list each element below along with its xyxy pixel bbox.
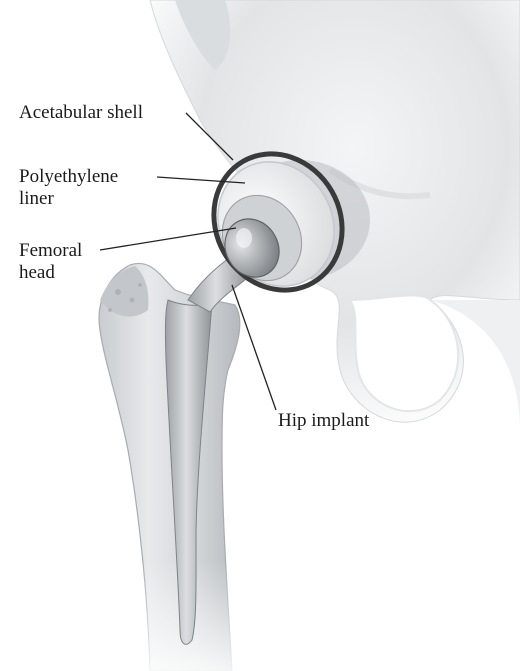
label-hip-implant: Hip implant [278, 410, 369, 432]
label-acetabular-shell-text: Acetabular shell [19, 102, 143, 124]
label-polyethylene-liner-line1: Polyethylene [19, 166, 118, 188]
label-polyethylene-liner: Polyethylene liner [19, 166, 118, 210]
label-polyethylene-liner-line2: liner [19, 188, 118, 210]
label-acetabular-shell: Acetabular shell [19, 102, 143, 124]
label-femoral-head-line1: Femoral [19, 240, 82, 262]
label-hip-implant-text: Hip implant [278, 410, 369, 432]
label-femoral-head-line2: head [19, 262, 82, 284]
leader-hip-implant [232, 285, 276, 410]
label-femoral-head: Femoral head [19, 240, 82, 284]
